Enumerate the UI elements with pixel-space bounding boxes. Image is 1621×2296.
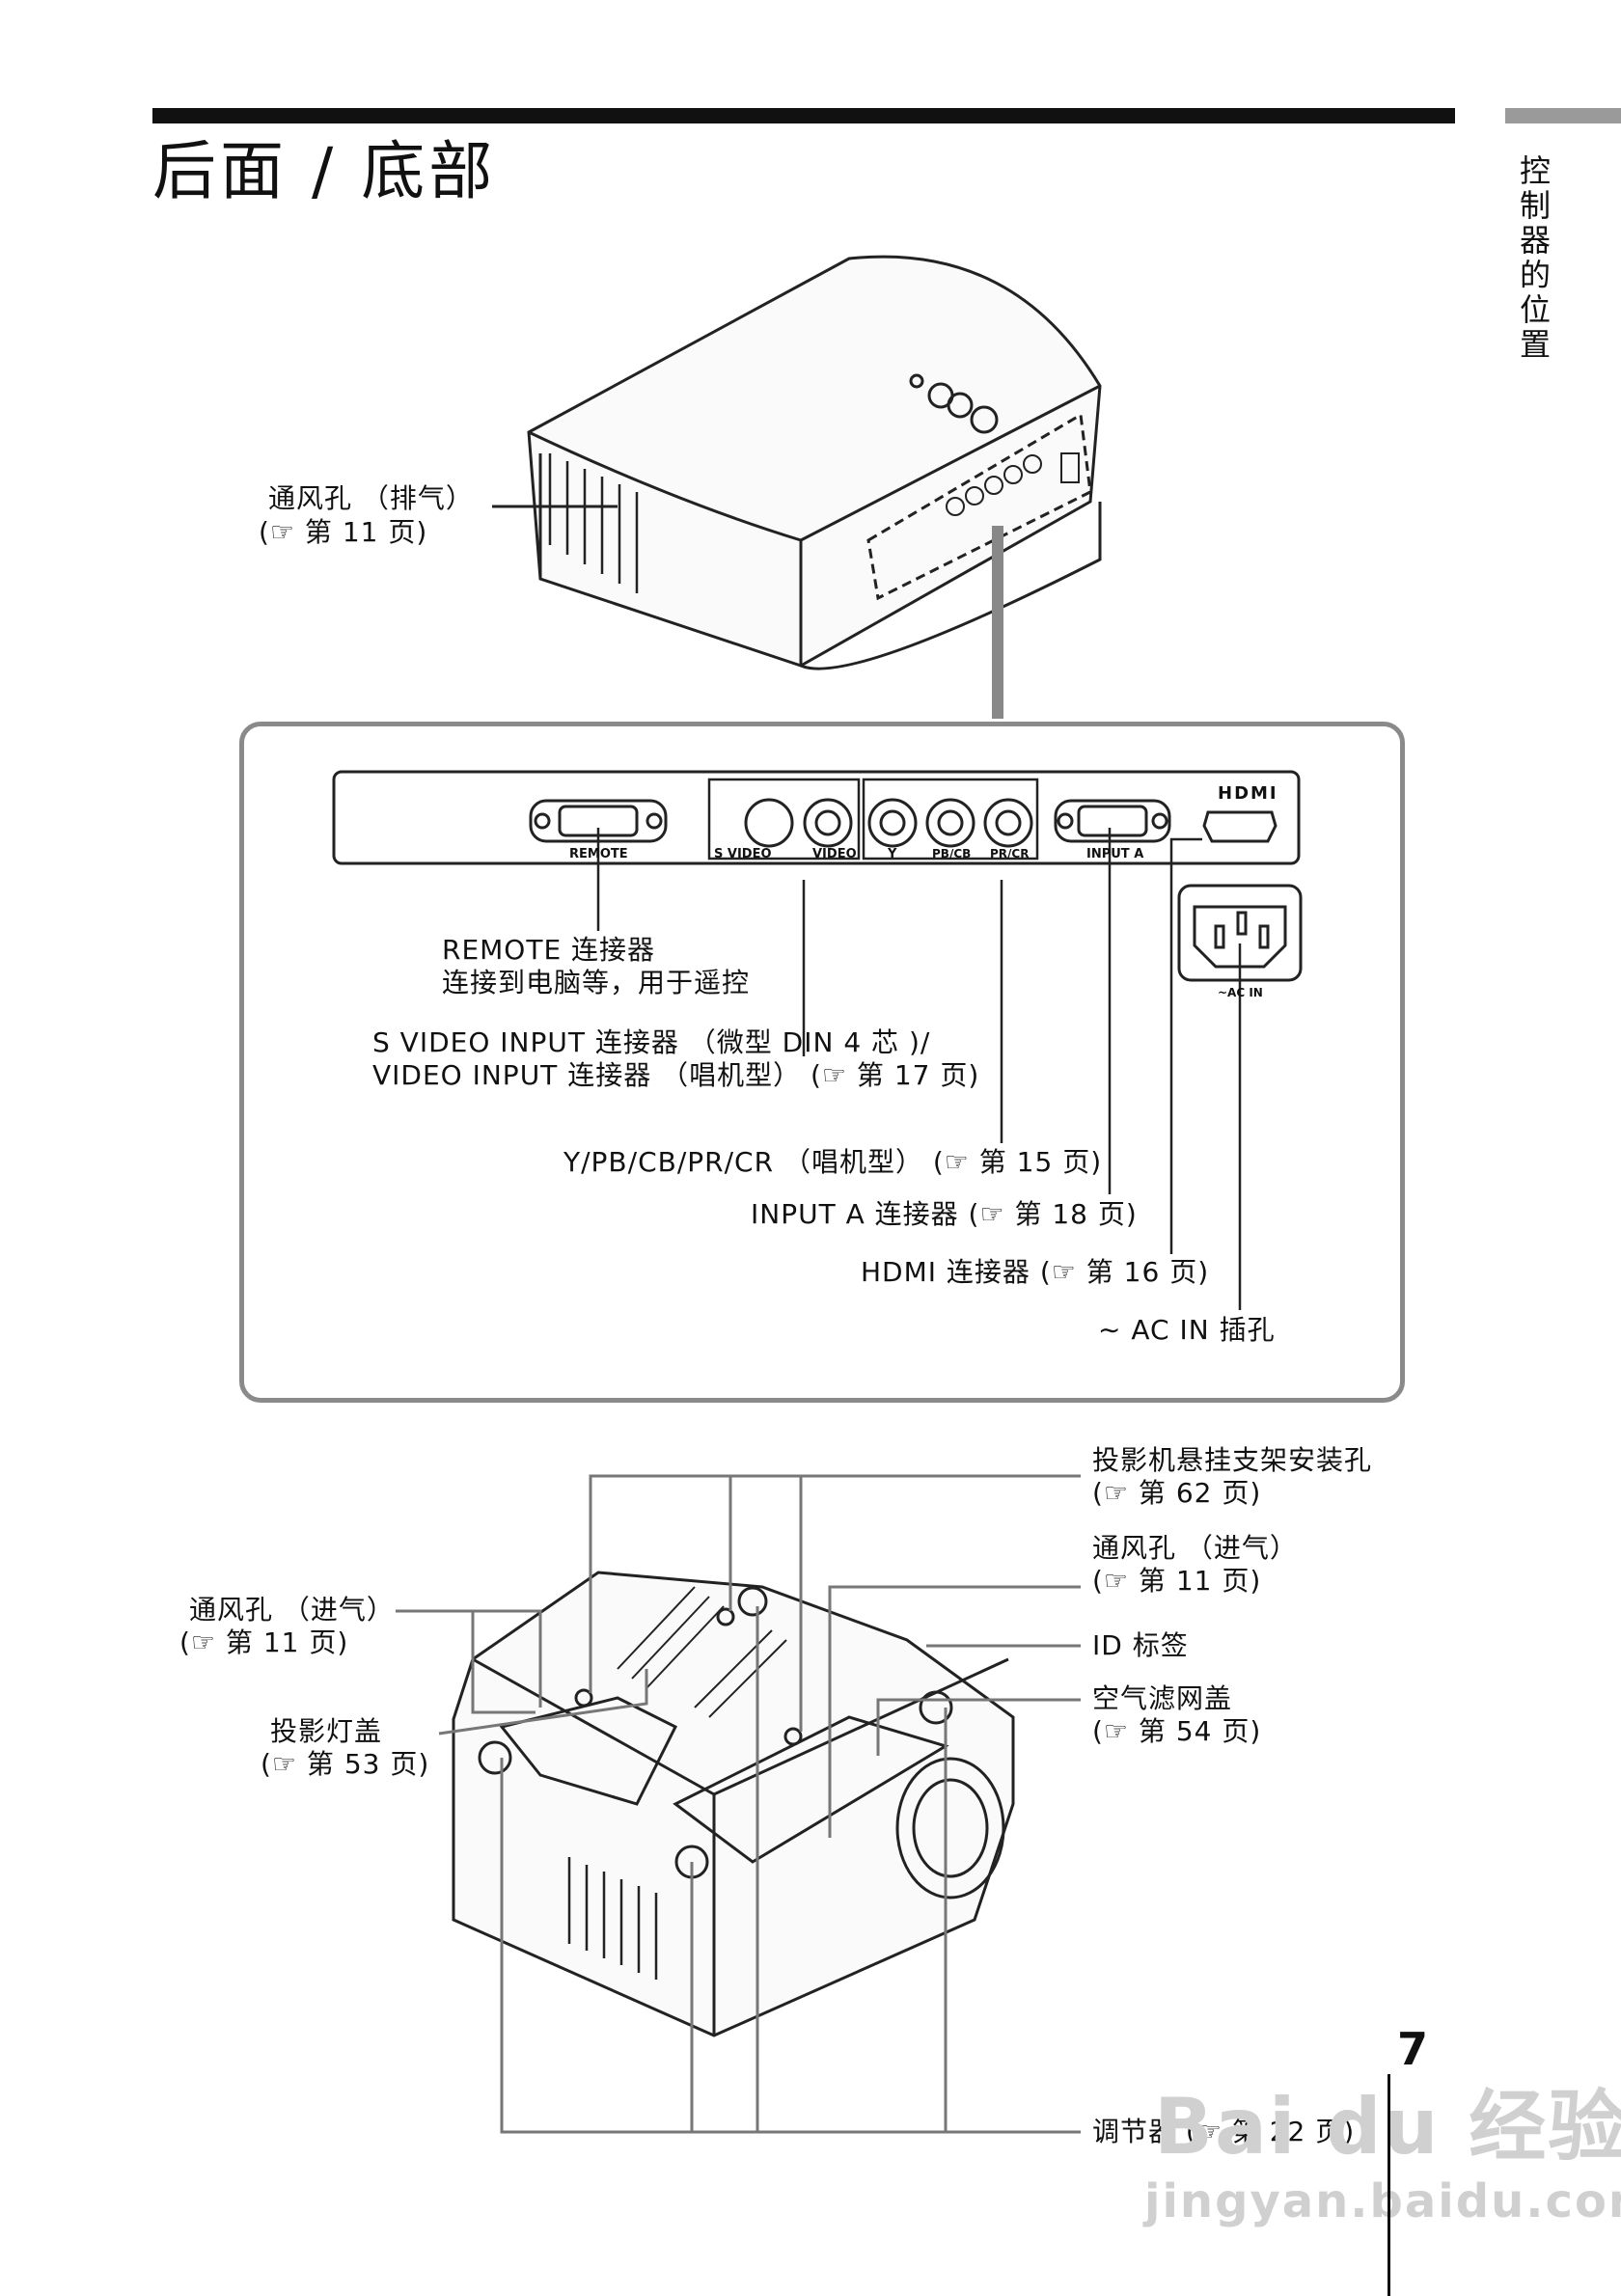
- svideo-port-shape: [744, 798, 794, 848]
- video-port-shape: [803, 798, 853, 848]
- marking-s-video: S VIDEO: [714, 847, 772, 861]
- label-vent-intake-right: 通风孔 （进气）: [1092, 1532, 1298, 1564]
- page-number: 7: [1397, 2023, 1429, 2075]
- side-tab-bar: [1505, 108, 1621, 123]
- label-ac-in: ∼ AC IN 插孔: [1098, 1314, 1276, 1346]
- label-vent-intake-right-ref: (☞ 第 11 页): [1092, 1565, 1262, 1597]
- bottom-leaders: [396, 1474, 1081, 2134]
- label-input-a-connector: INPUT A 连接器 (☞ 第 18 页): [751, 1198, 1138, 1230]
- connector-leaders: [596, 828, 1242, 1310]
- projector-rear-illustration: [527, 255, 1102, 670]
- label-remote-connector: REMOTE 连接器: [442, 934, 656, 966]
- connector-panel-frame: [239, 722, 1405, 1403]
- label-vent-intake-left-ref: (☞ 第 11 页): [179, 1626, 349, 1658]
- label-lamp-cover: 投影灯盖: [270, 1715, 383, 1747]
- pb-port-shape: [925, 798, 975, 848]
- pr-port-shape: [983, 798, 1033, 848]
- label-id-tag: ID 标签: [1092, 1629, 1189, 1661]
- label-remote-desc: 连接到电脑等，用于遥控: [442, 967, 751, 998]
- label-lamp-cover-ref: (☞ 第 53 页): [261, 1748, 430, 1780]
- y-port-shape: [867, 798, 918, 848]
- marking-input-a: INPUT A: [1086, 847, 1144, 861]
- label-ypbpr-connector: Y/PB/CB/PR/CR （唱机型） (☞ 第 15 页): [563, 1146, 1103, 1178]
- label-vent-intake-left: 通风孔 （进气）: [189, 1594, 395, 1626]
- label-air-filter-ref: (☞ 第 54 页): [1092, 1715, 1262, 1747]
- page-number-rule: [1387, 2074, 1390, 2296]
- page-title: 后面 / 底部: [152, 134, 497, 208]
- label-video-connector: VIDEO INPUT 连接器 （唱机型） (☞ 第 17 页): [372, 1059, 980, 1091]
- side-tab-label: 控制器的位置: [1515, 154, 1552, 363]
- marking-pb-cb: PB/CB: [932, 847, 972, 861]
- label-svideo-connector: S VIDEO INPUT 连接器 （微型 DIN 4 芯 )/: [372, 1026, 931, 1058]
- label-hdmi-connector: HDMI 连接器 (☞ 第 16 页): [861, 1256, 1210, 1288]
- title-rule: [152, 108, 1455, 123]
- watermark-url: jingyan.baidu.com: [1144, 2174, 1621, 2228]
- marking-pr-cr: PR/CR: [990, 847, 1030, 861]
- label-mount-holes-ref: (☞ 第 62 页): [1092, 1477, 1262, 1509]
- label-vent-exhaust-ref: (☞ 第 11 页): [259, 516, 428, 548]
- marking-ac-in: ~AC IN: [1218, 986, 1263, 999]
- marking-remote: REMOTE: [569, 847, 628, 861]
- input-a-port-shape: [1054, 799, 1171, 843]
- label-vent-exhaust: 通风孔 （排气）: [268, 482, 474, 514]
- marking-y: Y: [888, 847, 897, 861]
- label-air-filter: 空气滤网盖: [1092, 1682, 1233, 1714]
- marking-video: VIDEO: [812, 847, 857, 861]
- zoom-connector-bar: [992, 526, 1003, 719]
- projector-bottom-illustration: [452, 1571, 1015, 2037]
- hdmi-logo: HDMI: [1218, 783, 1278, 804]
- hdmi-port-shape: [1202, 810, 1278, 843]
- label-mount-holes: 投影机悬挂支架安装孔: [1092, 1444, 1373, 1476]
- label-adjuster: 调节器 (☞ 第 22 页): [1092, 2116, 1356, 2147]
